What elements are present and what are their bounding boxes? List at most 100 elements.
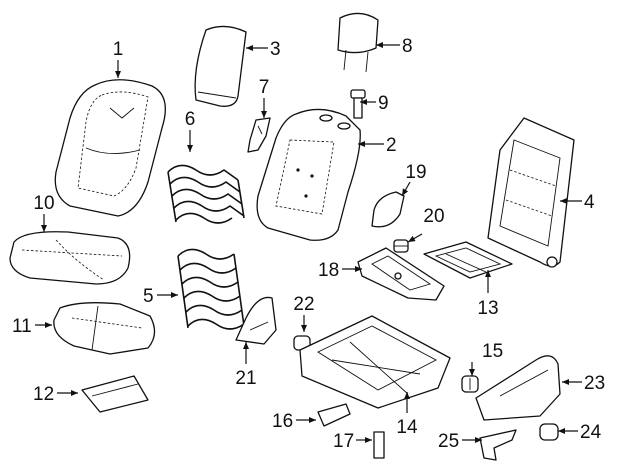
callout-8: 8 (376, 36, 413, 57)
callout-17: 17 (333, 431, 372, 452)
part-18-cushion-frame (357, 247, 445, 301)
callout-number: 10 (33, 193, 54, 214)
callout-arrowhead (562, 379, 569, 385)
callout-arrowhead (243, 342, 249, 349)
callout-number: 17 (333, 431, 354, 452)
part-19-side-shield (371, 191, 405, 228)
callout-20: 20 (407, 206, 445, 243)
callout-number: 6 (185, 109, 196, 130)
part-20-bolt (393, 239, 409, 253)
callout-arrowhead (560, 198, 567, 204)
callout-11: 11 (12, 316, 52, 337)
callout-number: 11 (12, 316, 32, 337)
callout-4: 4 (560, 192, 595, 213)
callout-16: 16 (272, 411, 316, 432)
callout-arrowhead (261, 111, 267, 118)
part-1-seatback-cover (54, 79, 166, 217)
callout-9: 9 (360, 93, 389, 114)
part-8-headrest (337, 12, 379, 73)
callout-number: 9 (378, 93, 389, 114)
callout-arrowhead (404, 392, 410, 399)
callout-arrowhead (365, 437, 372, 443)
part-5-spring-mat (177, 248, 245, 330)
part-11-cushion-pad (53, 302, 156, 355)
part-17-clip (373, 431, 385, 459)
part-10-cushion-cover (9, 231, 131, 285)
callout-number: 3 (270, 39, 281, 60)
part-2-seatback-assembly (256, 108, 361, 241)
callout-number: 20 (423, 206, 444, 227)
callout-layer: 1234567891011121314151617181920212223242… (12, 36, 605, 452)
callout-arrowhead (558, 428, 565, 434)
callout-25: 25 (438, 431, 482, 452)
part-7-bracket (247, 117, 271, 153)
callout-arrowhead (171, 292, 178, 298)
part-14-seat-adjuster (299, 315, 451, 409)
part-24-knob (539, 423, 559, 441)
callout-number: 8 (402, 36, 413, 57)
part-4-seatback-frame (487, 117, 575, 268)
callout-13: 13 (477, 270, 499, 319)
callout-number: 12 (33, 384, 54, 405)
callout-number: 19 (405, 162, 426, 183)
callout-arrowhead (309, 417, 316, 423)
callout-arrowhead (376, 42, 383, 48)
callout-2: 2 (358, 135, 397, 156)
callout-arrowhead (402, 188, 409, 196)
callout-5: 5 (143, 286, 178, 307)
part-16-bracket (317, 403, 351, 427)
callout-arrowhead (45, 322, 52, 328)
part-23-side-trim (475, 355, 561, 421)
part-9-headrest-guide (350, 89, 366, 119)
callout-21: 21 (235, 342, 257, 389)
callout-19: 19 (401, 162, 427, 197)
callout-number: 15 (482, 341, 503, 362)
callout-arrowhead (246, 45, 253, 51)
callout-arrowhead (355, 266, 362, 272)
callout-arrowhead (408, 235, 416, 242)
callout-number: 21 (235, 368, 256, 389)
callout-14: 14 (396, 392, 418, 438)
part-12-pad (81, 375, 149, 413)
callout-arrowhead (301, 325, 307, 332)
callout-number: 2 (386, 135, 397, 156)
part-6-spring-mat (167, 164, 245, 224)
callout-arrowhead (469, 369, 475, 376)
callout-arrowhead (485, 270, 491, 277)
part-13-track (423, 241, 513, 279)
callout-number: 16 (272, 411, 293, 432)
callout-arrowhead (358, 141, 365, 147)
callout-number: 25 (438, 431, 459, 452)
callout-arrowhead (475, 437, 482, 443)
callout-number: 4 (584, 192, 595, 213)
callout-6: 6 (185, 109, 196, 152)
callout-number: 7 (259, 77, 270, 98)
callout-arrowhead (187, 145, 193, 152)
callout-1: 1 (113, 39, 124, 78)
part-25-lever (479, 429, 517, 461)
callout-number: 13 (477, 298, 498, 319)
callout-arrowhead (360, 99, 367, 105)
part-15-bolt (461, 375, 479, 393)
callout-number: 22 (293, 294, 314, 315)
callout-24: 24 (558, 422, 602, 443)
callout-22: 22 (293, 294, 315, 332)
callout-23: 23 (562, 373, 605, 394)
part-3-back-panel (194, 25, 247, 107)
callout-3: 3 (246, 39, 281, 60)
callout-arrowhead (115, 71, 121, 78)
callout-number: 18 (318, 260, 339, 281)
callout-arrowhead (41, 225, 47, 232)
callout-number: 23 (584, 373, 605, 394)
callout-number: 1 (113, 39, 124, 60)
part-21-side-cover (235, 296, 277, 345)
callout-18: 18 (318, 260, 362, 281)
callout-number: 14 (396, 417, 418, 438)
callout-number: 24 (580, 422, 602, 443)
callout-15: 15 (469, 341, 503, 376)
callout-arrowhead (71, 390, 78, 396)
callout-10: 10 (33, 193, 55, 232)
callout-7: 7 (259, 77, 270, 118)
